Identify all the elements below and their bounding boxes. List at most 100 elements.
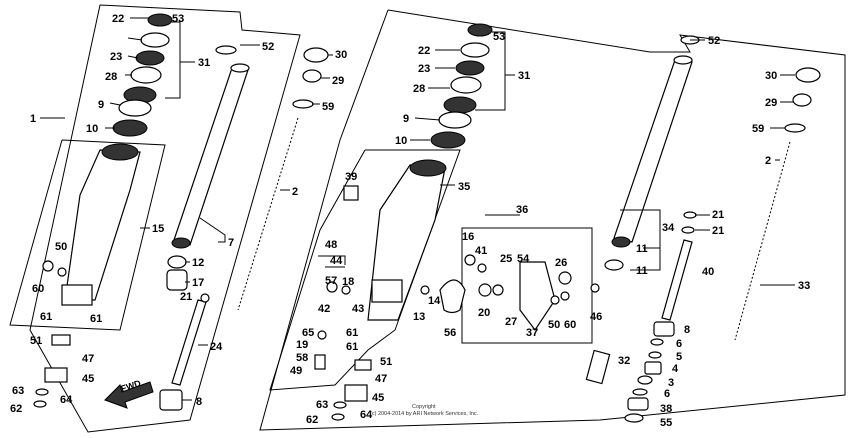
part-label: 2: [765, 155, 771, 167]
part-label: 26: [555, 257, 567, 269]
left-labels: 1 22 53 23 31 28 9 10 15 50 60 61 61 51 …: [10, 13, 347, 415]
right-hardware: [314, 281, 372, 421]
part-label: 18: [342, 276, 354, 288]
part-label: 3: [668, 377, 674, 389]
part-label: 8: [684, 324, 690, 336]
right-caliper-parts: [420, 254, 600, 332]
part-label: 22: [112, 13, 124, 25]
part-label: 61: [90, 313, 102, 325]
part-label: 43: [352, 303, 364, 315]
part-label: 23: [110, 51, 122, 63]
part-label: 31: [518, 70, 530, 82]
part-label: 59: [752, 123, 764, 135]
part-label: 21: [712, 225, 724, 237]
part-label: 6: [664, 388, 670, 400]
part-label: 8: [196, 396, 202, 408]
part-label: 59: [322, 101, 334, 113]
part-label: 54: [517, 253, 530, 265]
part-label: 64: [360, 409, 373, 421]
part-label: 41: [475, 245, 487, 257]
part-label: 13: [413, 311, 425, 323]
part-label: 2: [292, 186, 298, 198]
part-label: 14: [428, 295, 441, 307]
part-label: 47: [375, 373, 387, 385]
part-label: 55: [660, 417, 672, 429]
part-label: 52: [262, 41, 274, 53]
part-label: 1: [30, 113, 36, 125]
part-label: 63: [316, 399, 328, 411]
part-label: 60: [564, 319, 576, 331]
part-label: 44: [330, 255, 343, 267]
part-label: 31: [198, 57, 210, 69]
part-label: 58: [296, 352, 308, 364]
left-group-outline: [29, 4, 301, 433]
part-label: 61: [346, 327, 358, 339]
part-label: 48: [325, 239, 337, 251]
part-label: 45: [82, 373, 94, 385]
part-label: 17: [192, 277, 204, 289]
right-labels: 22 53 23 31 28 9 10 39 35 48 44 57 18 42…: [290, 31, 810, 429]
part-label: 6: [676, 338, 682, 350]
left-fork-spring: [237, 47, 329, 311]
part-label: 5: [676, 351, 682, 363]
part-label: 25: [500, 253, 512, 265]
part-label: 53: [493, 31, 505, 43]
part-label: 9: [403, 113, 409, 125]
part-label: 30: [765, 70, 777, 82]
part-label: 61: [346, 341, 358, 353]
left-leader-lines: [40, 17, 333, 401]
part-label: 46: [590, 311, 602, 323]
part-label: 7: [228, 237, 234, 249]
left-damper-rod: [159, 299, 207, 411]
part-label: 49: [290, 365, 302, 377]
part-label: 28: [105, 71, 117, 83]
right-fork-slider: [343, 159, 447, 321]
left-sub-outline: [9, 139, 166, 331]
part-label: 21: [712, 209, 724, 221]
part-label: 56: [444, 327, 456, 339]
part-label: 22: [418, 45, 430, 57]
part-label: 10: [86, 123, 98, 135]
part-label: 52: [708, 35, 720, 47]
part-label: 57: [325, 275, 337, 287]
left-hardware: [33, 45, 237, 408]
part-label: 21: [180, 291, 192, 303]
part-label: 4: [672, 363, 679, 375]
copyright-line2: (c) 2004-2014 by ARI Network Services, I…: [370, 411, 479, 417]
part-label: 64: [60, 394, 73, 406]
part-label: 50: [55, 241, 67, 253]
right-group-outline: [259, 9, 846, 431]
part-label: 29: [332, 75, 344, 87]
left-seal-stack: [112, 13, 173, 137]
part-label: 15: [152, 223, 164, 235]
part-label: 30: [335, 49, 347, 61]
part-label: 37: [526, 327, 538, 339]
right-sub-outline: [269, 149, 461, 391]
part-label: 50: [548, 319, 560, 331]
part-label: 65: [302, 327, 314, 339]
left-inner-tube: [166, 63, 250, 291]
part-label: 47: [82, 353, 94, 365]
part-label: 40: [702, 266, 714, 278]
part-label: 36: [516, 204, 528, 216]
part-label: 23: [418, 63, 430, 75]
fwd-arrow: FWD: [104, 378, 154, 409]
part-label: 51: [380, 356, 392, 368]
part-label: 10: [395, 135, 407, 147]
part-label: 29: [765, 97, 777, 109]
part-label: 11: [636, 265, 648, 277]
part-label: 61: [40, 311, 52, 323]
part-label: 53: [172, 13, 184, 25]
part-label: 35: [458, 181, 470, 193]
right-damper-rod: [585, 211, 697, 423]
right-inner-tube: [604, 35, 700, 271]
part-label: 45: [372, 392, 384, 404]
part-label: 63: [12, 385, 24, 397]
part-label: 24: [210, 341, 223, 353]
part-label: 42: [318, 303, 330, 315]
part-label: 38: [660, 403, 672, 415]
right-seal-stack: [430, 23, 493, 149]
part-label: 20: [478, 307, 490, 319]
part-label: 16: [462, 231, 474, 243]
